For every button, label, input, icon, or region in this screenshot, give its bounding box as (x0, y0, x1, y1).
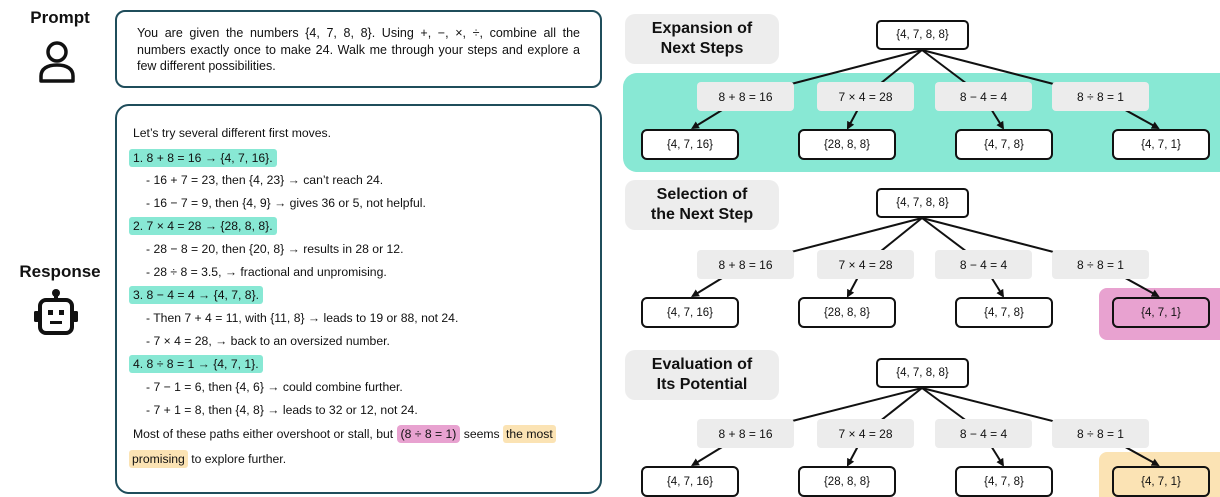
op-node: 7 × 4 = 28 (817, 419, 914, 448)
promising-highlight-1: the most (503, 425, 556, 443)
move-3: 3. 8 − 4 = 4 → {4, 7, 8}. (129, 286, 264, 304)
move-1: 1. 8 + 8 = 16 → {4, 7, 16}. (129, 149, 277, 167)
conclusion-pre: Most of these paths either overshoot or … (133, 427, 397, 441)
leaf-node: {4, 7, 16} (641, 466, 739, 497)
move-2: 2. 7 × 4 = 28 → {28, 8, 8}. (129, 217, 277, 235)
stage-title-text: Expansion of Next Steps (651, 20, 753, 57)
leaf-node: {28, 8, 8} (798, 297, 896, 328)
op-node: 8 − 4 = 4 (935, 419, 1032, 448)
op-node: 8 + 8 = 16 (697, 250, 794, 279)
op-node: 8 + 8 = 16 (697, 82, 794, 111)
move-2-detail-a: - 28 − 8 = 20, then {20, 8} → results in… (146, 242, 404, 256)
prompt-label: Prompt (30, 8, 90, 27)
op-node: 8 ÷ 8 = 1 (1052, 419, 1149, 448)
move-3-detail-b: - 7 × 4 = 28, → back to an oversized num… (146, 334, 390, 348)
move-1-detail-a: - 16 + 7 = 23, then {4, 23} → can’t reac… (146, 173, 384, 187)
root-node: {4, 7, 8, 8} (876, 358, 969, 388)
conclusion-mid: seems (460, 427, 504, 441)
leaf-node: {4, 7, 8} (955, 466, 1053, 497)
op-node: 7 × 4 = 28 (817, 250, 914, 279)
op-node: 8 ÷ 8 = 1 (1052, 250, 1149, 279)
leaf-node: {4, 7, 8} (955, 129, 1053, 160)
op-node: 8 + 8 = 16 (697, 419, 794, 448)
response-box: Let’s try several different first moves.… (115, 104, 602, 494)
move-4: 4. 8 ÷ 8 = 1 → {4, 7, 1}. (129, 355, 263, 373)
move-4-detail-a: - 7 − 1 = 6, then {4, 6} → could combine… (146, 380, 403, 394)
promising-highlight-2: promising (129, 450, 188, 468)
move-4-detail-b: - 7 + 1 = 8, then {4, 8} → leads to 32 o… (146, 403, 418, 417)
move-1-detail-b: - 16 − 7 = 9, then {4, 9} → gives 36 or … (146, 196, 426, 210)
leaf-node: {4, 7, 1} (1112, 129, 1210, 160)
move-2-detail-b: - 28 ÷ 8 = 3.5, → fractional and unpromi… (146, 265, 387, 279)
leaf-node: {4, 7, 16} (641, 129, 739, 160)
stage-title-selection: Selection of the Next Step (625, 180, 779, 230)
op-node: 8 − 4 = 4 (935, 82, 1032, 111)
response-intro: Let’s try several different first moves. (133, 126, 332, 140)
evaluated-leaf-node: {4, 7, 1} (1112, 466, 1210, 497)
leaf-node: {4, 7, 8} (955, 297, 1053, 328)
stage-title-evaluation: Evaluation of Its Potential (625, 350, 779, 400)
conclusion-end: to explore further. (187, 452, 287, 466)
selected-leaf-node: {4, 7, 1} (1112, 297, 1210, 328)
leaf-node: {28, 8, 8} (798, 466, 896, 497)
conclusion-line-2: promising to explore further. (129, 450, 287, 468)
op-node: 8 ÷ 8 = 1 (1052, 82, 1149, 111)
leaf-node: {28, 8, 8} (798, 129, 896, 160)
conclusion-line-1: Most of these paths either overshoot or … (133, 425, 556, 443)
response-label: Response (19, 262, 101, 281)
stage-title-text: Selection of the Next Step (650, 186, 754, 223)
root-node: {4, 7, 8, 8} (876, 20, 969, 50)
op-node: 8 − 4 = 4 (935, 250, 1032, 279)
move-3-detail-a: - Then 7 + 4 = 11, with {11, 8} → leads … (146, 311, 459, 325)
leaf-node: {4, 7, 16} (641, 297, 739, 328)
prompt-box: You are given the numbers {4, 7, 8, 8}. … (115, 10, 602, 88)
prompt-text: You are given the numbers {4, 7, 8, 8}. … (137, 26, 580, 73)
stage-title-expansion: Expansion of Next Steps (625, 14, 779, 64)
selected-step-highlight: (8 ÷ 8 = 1) (396, 425, 461, 443)
op-node: 7 × 4 = 28 (817, 82, 914, 111)
stage-title-text: Evaluation of Its Potential (651, 356, 753, 393)
robot-icon (34, 289, 78, 335)
root-node: {4, 7, 8, 8} (876, 188, 969, 218)
user-icon (39, 41, 75, 83)
